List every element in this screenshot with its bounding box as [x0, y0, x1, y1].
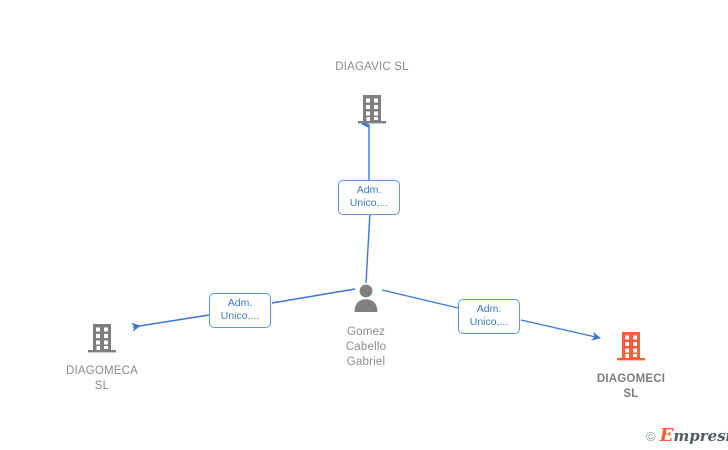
graph-node-person[interactable]: Gomez Cabello Gabriel — [296, 283, 436, 370]
graph-node-diagavic[interactable]: DIAGAVIC SL — [302, 60, 442, 131]
edge-label-person-to-diagavic[interactable]: Adm. Unico,... — [338, 180, 400, 215]
graph-node-diagomeca[interactable]: DIAGOMECA SL — [32, 322, 172, 394]
edge-line-person-to-diagomeci-left — [381, 289, 459, 309]
graph-node-diagavic-label: DIAGAVIC SL — [335, 61, 409, 73]
building-icon — [302, 93, 442, 131]
empresia-watermark: © Empresia — [646, 427, 728, 445]
building-icon — [32, 322, 172, 360]
edge-line-person-to-diagomeca-right — [271, 288, 356, 304]
graph-node-diagomeci[interactable]: DIAGOMECI SL — [561, 330, 701, 402]
edge-line-person-to-diagavic-lower — [365, 211, 371, 284]
graph-node-diagomeca-label: DIAGOMECA SL — [65, 365, 139, 392]
edge-line-person-to-diagomeca-left — [131, 314, 210, 332]
empresia-logo-initial: E — [659, 425, 674, 446]
graph-node-diagomeci-label: DIAGOMECI SL — [596, 373, 666, 400]
graph-node-person-label: Gomez Cabello Gabriel — [345, 326, 387, 368]
empresia-logo: Empresia — [660, 427, 728, 445]
person-icon — [296, 283, 436, 321]
edge-label-person-to-diagomeca[interactable]: Adm. Unico,... — [209, 293, 271, 328]
copyright-icon: © — [646, 428, 656, 444]
edge-label-person-to-diagomeci[interactable]: Adm. Unico,... — [458, 299, 520, 334]
edge-line-person-to-diagomeci-right — [520, 319, 601, 341]
empresia-logo-text: mpresia — [673, 427, 728, 445]
building-icon — [561, 330, 701, 368]
